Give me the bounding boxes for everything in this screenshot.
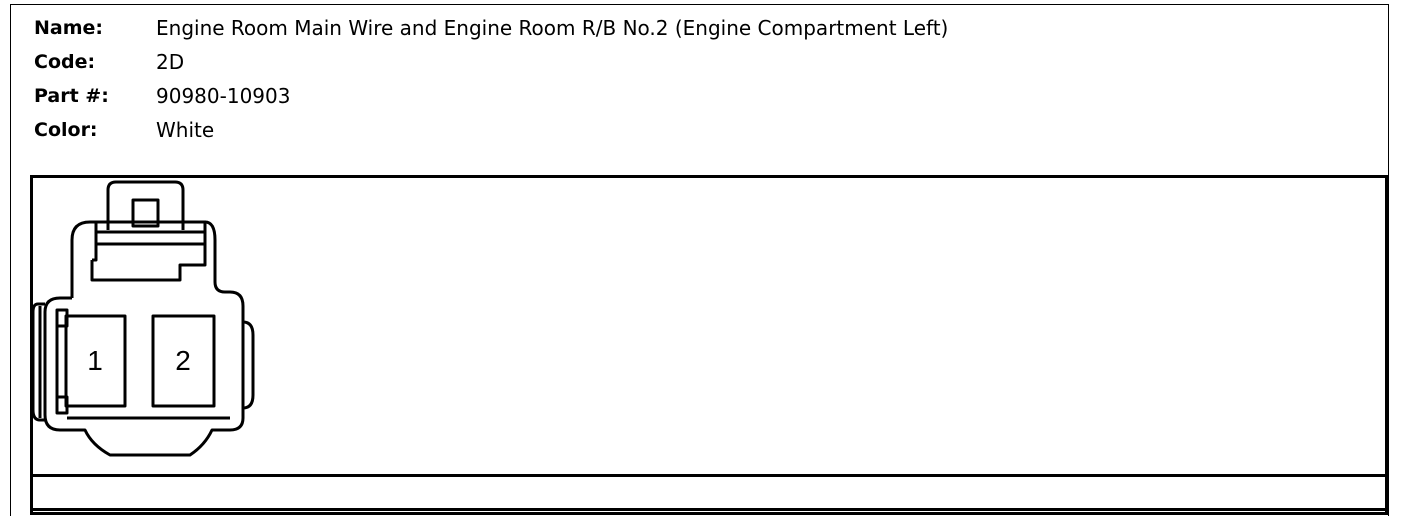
right-bump [242, 320, 255, 410]
pin-cavity-1 [64, 314, 127, 408]
color-value: White [156, 118, 215, 142]
part-label: Part #: [34, 85, 109, 107]
pin-cavity-2 [151, 314, 216, 408]
color-row: Color: White [34, 115, 214, 145]
latch-window [131, 198, 160, 228]
name-value: Engine Room Main Wire and Engine Room R/… [156, 16, 949, 40]
part-value: 90980-10903 [156, 84, 291, 108]
color-label: Color: [34, 119, 98, 141]
part-row: Part #: 90980-10903 [34, 81, 290, 111]
code-value: 2D [156, 50, 185, 74]
diagram-divider [30, 474, 1388, 477]
code-row: Code: 2D [34, 47, 184, 77]
outer-frame [10, 4, 1389, 516]
name-label: Name: [34, 17, 104, 39]
latch-outline [106, 180, 185, 230]
pin-label-2: 2 [175, 345, 191, 376]
bottom-border [30, 508, 1388, 511]
left-guide [31, 302, 45, 422]
pin-label-1: 1 [87, 345, 103, 376]
name-row: Name: Engine Room Main Wire and Engine R… [34, 13, 948, 43]
housing-outline [43, 220, 245, 457]
code-label: Code: [34, 51, 96, 73]
